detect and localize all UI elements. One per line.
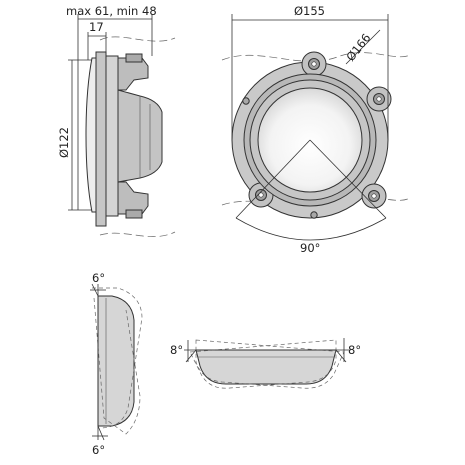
tilt-h-outline-right — [195, 339, 345, 389]
depth-label: max 61, min 48 — [66, 4, 157, 18]
front-wall-top — [221, 52, 411, 62]
mounting-wall-bottom — [99, 231, 176, 237]
mounting-wall-top — [99, 36, 176, 42]
bolt-hole-icon — [371, 193, 377, 199]
tilt-h-body — [195, 349, 337, 385]
side-rim — [95, 51, 107, 227]
tilt-v-top-label: 6° — [92, 271, 105, 285]
tilt-v-outline-up — [92, 287, 143, 429]
tilt-horizontal-view: 8° 8° — [170, 338, 361, 389]
ring-screw-icon — [242, 97, 250, 105]
bolt-circle-label: Ø166 — [343, 31, 373, 64]
tilt-h-right-label: 8° — [348, 343, 361, 357]
angle-arc — [235, 217, 387, 241]
ring-screw-icon — [310, 211, 318, 219]
side-lens — [85, 57, 99, 213]
side-mounting-ring — [105, 55, 119, 217]
front-view: Ø155 Ø166 90° — [221, 4, 411, 255]
bolt-hole-icon — [376, 96, 382, 102]
outer-diameter-label: Ø155 — [294, 4, 325, 18]
tilt-h-right-tilt — [335, 349, 347, 363]
tilt-v-axis-bottom-tilt — [97, 425, 105, 441]
angle-leg-left — [235, 139, 311, 219]
tilt-v-outline-down — [93, 297, 141, 435]
diameter-label: Ø122 — [57, 127, 71, 158]
angle-label: 90° — [300, 241, 320, 255]
side-upper-bracket — [117, 57, 149, 91]
tilt-v-body — [97, 295, 135, 427]
tilt-h-left-tilt — [185, 349, 197, 363]
front-bolts — [242, 58, 385, 219]
bolt-hole-icon — [311, 61, 317, 67]
side-upper-screw — [125, 53, 143, 63]
tilt-h-left-label: 8° — [170, 343, 183, 357]
bolt-hole-icon — [258, 192, 264, 198]
tilt-v-bottom-label: 6° — [92, 443, 105, 457]
tilt-h-outline-left — [189, 339, 337, 389]
tilt-vertical-view: 6° 6° — [90, 271, 143, 457]
angle-leg-right — [309, 139, 387, 219]
side-view: max 61, min 48 17 Ø122 — [57, 4, 176, 237]
flange-label: 17 — [89, 20, 104, 34]
side-lower-bracket — [117, 181, 149, 215]
side-lower-screw — [125, 209, 143, 219]
bolt-circle-dim-line — [345, 29, 381, 65]
